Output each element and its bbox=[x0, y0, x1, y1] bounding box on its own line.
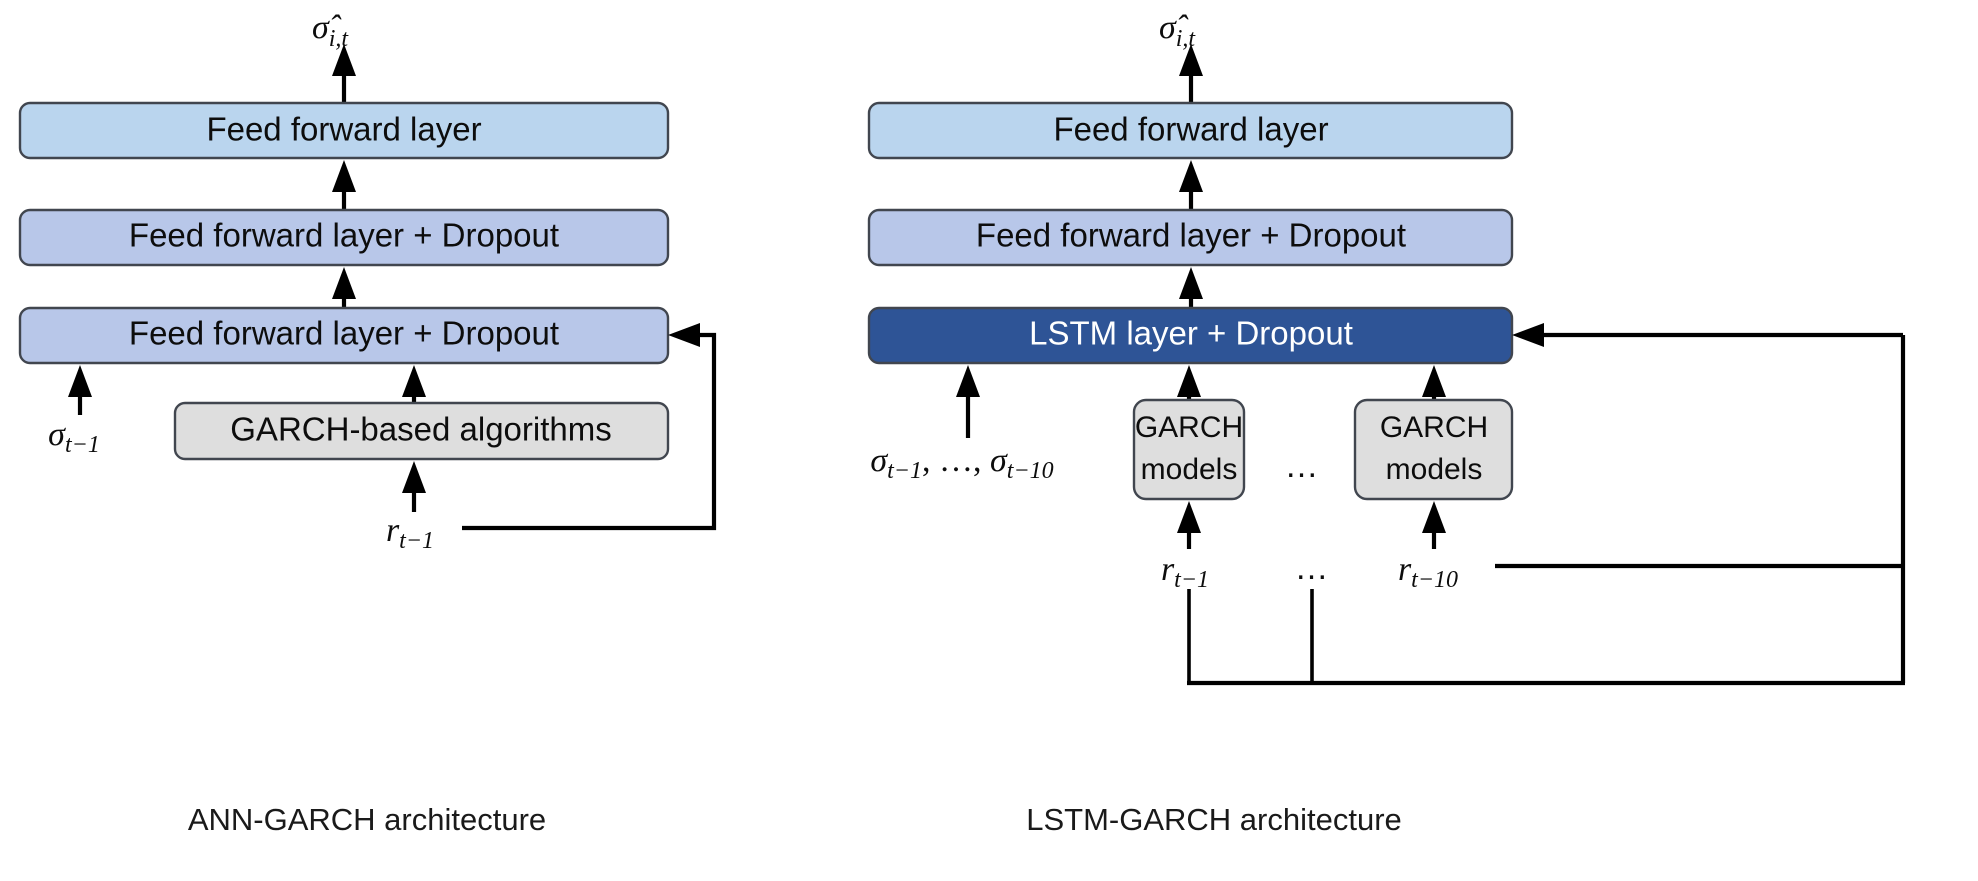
box-garch-based-algorithms-ann[interactable] bbox=[173, 401, 670, 461]
arrow-garch2-to-lstm bbox=[1422, 365, 1446, 400]
box-feed-forward-dropout-lower-ann-label: Feed forward layer + Dropout bbox=[129, 315, 559, 352]
panel-ann-garch: σ̂i,t Feed forward layer Feed forward la… bbox=[18, 9, 717, 837]
caption-ann-garch: ANN-GARCH architecture bbox=[188, 802, 546, 837]
arrow-ff2-to-ff1-lstm bbox=[1179, 160, 1203, 210]
output-arrow-lstm bbox=[1179, 44, 1203, 103]
box-feed-forward-dropout-lstm[interactable] bbox=[867, 208, 1514, 267]
box-feed-forward-dropout-lstm-label: Feed forward layer + Dropout bbox=[976, 217, 1406, 254]
input-label-sigma-ann: σt−1 bbox=[48, 416, 100, 458]
box-garch-models-2[interactable] bbox=[1353, 398, 1514, 501]
arrow-lstm-to-ff2 bbox=[1179, 267, 1203, 308]
arrow-r-input-ann bbox=[402, 461, 426, 512]
output-arrow-ann bbox=[332, 44, 356, 103]
arrow-ff2-to-ff1-ann bbox=[332, 160, 356, 210]
input-label-sigma-seq-lstm: σt−1, …, σt−10 bbox=[870, 442, 1053, 484]
input-label-r10-lstm: rt−10 bbox=[1398, 551, 1458, 593]
box-feed-forward-dropout-upper-ann[interactable] bbox=[18, 208, 670, 267]
box-feed-forward-dropout-upper-ann-label: Feed forward layer + Dropout bbox=[129, 217, 559, 254]
input-label-r1-lstm: rt−1 bbox=[1161, 551, 1209, 593]
arrow-r1-input-lstm bbox=[1177, 501, 1201, 549]
arrow-sigma-input-lstm bbox=[956, 365, 980, 438]
input-label-r-ann: rt−1 bbox=[386, 512, 434, 554]
arrow-sigma-input-ann bbox=[68, 365, 92, 415]
box-feed-forward-layer-ann-label: Feed forward layer bbox=[206, 111, 481, 148]
box-garch-models-2-line2: models bbox=[1386, 453, 1483, 486]
box-garch-models-1[interactable] bbox=[1132, 398, 1246, 501]
box-lstm-layer-dropout-label: LSTM layer + Dropout bbox=[1029, 315, 1353, 352]
box-garch-models-1-line1: GARCH bbox=[1135, 411, 1243, 444]
r-inputs-ellipsis: … bbox=[1295, 549, 1330, 587]
box-garch-based-algorithms-ann-label: GARCH-based algorithms bbox=[230, 411, 611, 448]
output-label-ann: σ̂i,t bbox=[312, 9, 349, 52]
arrow-ff3-to-ff2-ann bbox=[332, 267, 356, 308]
output-label-lstm: σ̂i,t bbox=[1159, 9, 1196, 52]
box-feed-forward-layer-ann[interactable] bbox=[18, 101, 670, 160]
box-feed-forward-layer-lstm-label: Feed forward layer bbox=[1053, 111, 1328, 148]
feedback-path-lstm bbox=[1187, 323, 1906, 686]
caption-lstm-garch: LSTM-GARCH architecture bbox=[1026, 802, 1402, 837]
box-garch-models-1-line2: models bbox=[1141, 453, 1238, 486]
box-feed-forward-dropout-lower-ann[interactable] bbox=[18, 306, 670, 365]
feedback-path-ann bbox=[462, 323, 717, 531]
arrow-garch-to-ff3-ann bbox=[402, 365, 426, 403]
box-feed-forward-layer-lstm[interactable] bbox=[867, 101, 1514, 160]
arrow-garch1-to-lstm bbox=[1177, 365, 1201, 400]
panel-lstm-garch: σ̂i,t Feed forward layer Feed forward la… bbox=[867, 9, 1906, 837]
arrow-r10-input-lstm bbox=[1422, 501, 1446, 549]
box-garch-models-2-line1: GARCH bbox=[1380, 411, 1488, 444]
box-lstm-layer-dropout[interactable] bbox=[867, 306, 1514, 365]
garch-models-ellipsis: … bbox=[1285, 447, 1320, 485]
